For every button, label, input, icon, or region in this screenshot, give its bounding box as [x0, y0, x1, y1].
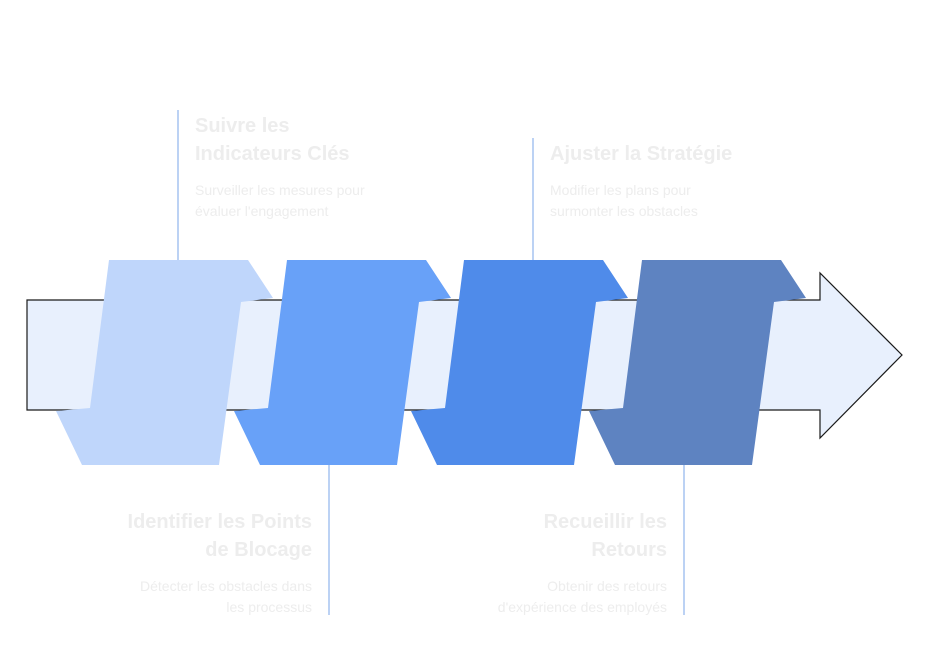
step-desc-2-line-1: Détecter les obstacles dans	[140, 578, 312, 594]
step-desc-3-line-2: surmonter les obstacles	[550, 203, 698, 219]
step-title-1: Suivre les Indicateurs Clés	[195, 112, 435, 168]
step-desc-1: Surveiller les mesures pour évaluer l'en…	[195, 180, 435, 222]
step-label-4: Recueillir les Retours Obtenir des retou…	[427, 508, 667, 618]
step-desc-4: Obtenir des retours d'expérience des emp…	[427, 576, 667, 618]
step-desc-1-line-1: Surveiller les mesures pour	[195, 182, 365, 198]
step-label-3: Ajuster la Stratégie Modifier les plans …	[550, 140, 790, 222]
step-desc-2-line-2: les processus	[226, 599, 312, 615]
step-title-4: Recueillir les Retours	[427, 508, 667, 564]
step-block-4	[589, 260, 806, 465]
step-block-3	[411, 260, 628, 465]
step-title-2-line-1: Identifier les Points	[127, 511, 312, 533]
step-desc-4-line-1: Obtenir des retours	[547, 578, 667, 594]
step-title-2-line-2: de Blocage	[205, 539, 312, 561]
step-title-3: Ajuster la Stratégie	[550, 140, 790, 168]
step-desc-1-line-2: évaluer l'engagement	[195, 203, 329, 219]
step-title-1-line-1: Suivre les	[195, 115, 290, 137]
step-desc-2: Détecter les obstacles dans les processu…	[72, 576, 312, 618]
step-label-2: Identifier les Points de Blocage Détecte…	[72, 508, 312, 618]
step-title-3-line-1: Ajuster la Stratégie	[550, 143, 733, 165]
step-desc-3-line-1: Modifier les plans pour	[550, 182, 691, 198]
step-title-4-line-1: Recueillir les	[543, 511, 667, 533]
step-block-2	[234, 260, 451, 465]
step-desc-3: Modifier les plans pour surmonter les ob…	[550, 180, 790, 222]
step-title-1-line-2: Indicateurs Clés	[195, 143, 350, 165]
step-label-1: Suivre les Indicateurs Clés Surveiller l…	[195, 112, 435, 222]
step-block-1	[56, 260, 273, 465]
step-title-4-line-2: Retours	[591, 539, 667, 561]
step-desc-4-line-2: d'expérience des employés	[497, 599, 667, 615]
step-title-2: Identifier les Points de Blocage	[72, 508, 312, 564]
